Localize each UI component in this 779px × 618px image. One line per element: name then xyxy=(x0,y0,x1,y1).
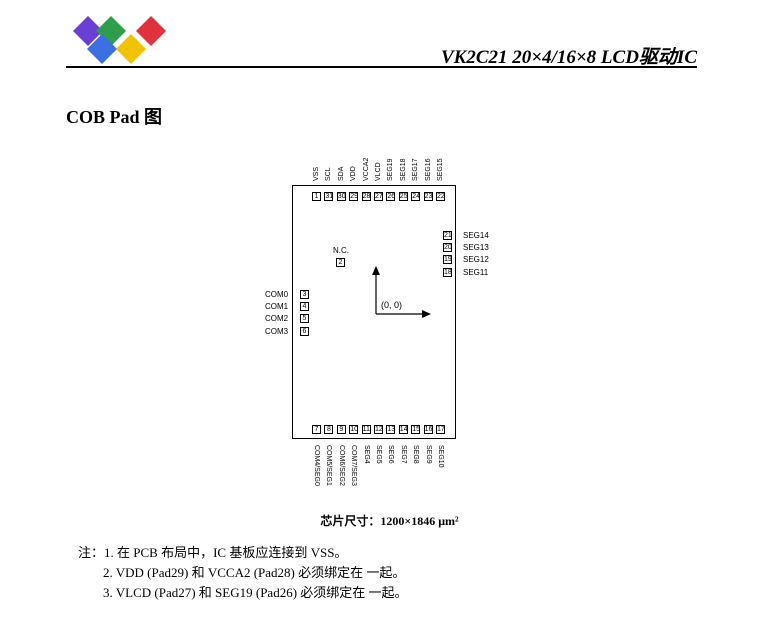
pad-top-25: 25 xyxy=(398,192,408,201)
pad-bottom-7: 7 xyxy=(312,425,321,434)
pad-nc: 2 xyxy=(336,258,345,267)
pad-bottom-9: 9 xyxy=(336,425,346,434)
pad-bottom-17: 17 xyxy=(436,425,445,434)
pad-left-3: 3 xyxy=(300,290,309,299)
note-row-1: 注：1. 在 PCB 布局中，IC 基板应连接到 VSS。 xyxy=(78,543,408,563)
note-row-3: 3. VLCD (Pad27) 和 SEG19 (Pad26) 必须绑定在 一起… xyxy=(78,583,408,603)
header-rule xyxy=(66,66,697,68)
document-title: VK2C21 20×4/16×8 LCD驱动IC xyxy=(440,47,697,68)
pad-label-seg13: SEG13 xyxy=(463,243,489,253)
pad-right-18: 18 xyxy=(443,267,452,277)
pad-top-27: 27 xyxy=(374,192,383,201)
pad-top-28: 28 xyxy=(361,192,371,201)
logo-diamond-red xyxy=(136,16,166,46)
pad-top-23: 23 xyxy=(423,192,433,201)
logo-diamond-yellow xyxy=(116,34,146,64)
pad-bottom-16: 16 xyxy=(423,425,433,434)
logo-diamond-purple xyxy=(73,16,103,46)
pad-label-com2: COM2 xyxy=(265,314,289,324)
chip-outline xyxy=(292,185,456,439)
origin-label: (0, 0) xyxy=(381,300,403,310)
chip-size-caption: 芯片尺寸：1200×1846 μm² xyxy=(320,514,459,528)
note-row-2: 2. VDD (Pad29) 和 VCCA2 (Pad28) 必须绑定在 一起。 xyxy=(78,563,408,583)
note-item: 1. 在 PCB 布局中，IC 基板应连接到 VSS。 xyxy=(104,545,348,560)
pad-label-seg11: SEG11 xyxy=(463,267,489,277)
pad-label-com1: COM1 xyxy=(265,302,289,312)
pad-left-6: 6 xyxy=(300,326,309,336)
pad-top-31: 31 xyxy=(324,192,334,201)
pad-top-30: 30 xyxy=(336,192,346,201)
pad-label-seg12: SEG12 xyxy=(463,255,489,265)
nc-label: N.C. xyxy=(333,246,349,255)
pad-top-24: 24 xyxy=(411,192,421,201)
notes-prefix: 注： xyxy=(78,545,105,560)
company-logo xyxy=(73,16,166,64)
pad-bottom-10: 10 xyxy=(349,425,359,434)
pad-bottom-14: 14 xyxy=(398,425,408,434)
pad-label-seg14: SEG14 xyxy=(463,231,489,240)
pad-left-4: 4 xyxy=(300,302,309,312)
pad-top-29: 29 xyxy=(349,192,359,201)
pad-right-19: 19 xyxy=(443,255,452,265)
pad-bottom-12: 12 xyxy=(374,425,383,434)
pad-top-26: 26 xyxy=(386,192,396,201)
note-item: 2. VDD (Pad29) 和 VCCA2 (Pad28) 必须绑定在 一起。 xyxy=(103,565,406,580)
pad-label-com0: COM0 xyxy=(265,290,289,299)
section-title: COB Pad 图 xyxy=(66,107,163,127)
pad-bottom-15: 15 xyxy=(411,425,421,434)
pad-label-com3: COM3 xyxy=(265,326,289,336)
pad-right-20: 20 xyxy=(443,243,452,253)
pad-top-22: 22 xyxy=(436,192,445,201)
pad-right-21: 21 xyxy=(443,231,452,240)
logo-diamond-blue xyxy=(87,34,117,64)
pad-bottom-8: 8 xyxy=(324,425,334,434)
pad-bottom-11: 11 xyxy=(361,425,371,434)
pad-top-1: 1 xyxy=(312,192,321,201)
note-item: 3. VLCD (Pad27) 和 SEG19 (Pad26) 必须绑定在 一起… xyxy=(103,585,408,600)
pad-bottom-13: 13 xyxy=(386,425,396,434)
notes: 注：1. 在 PCB 布局中，IC 基板应连接到 VSS。 2. VDD (Pa… xyxy=(78,543,408,603)
pad-left-5: 5 xyxy=(300,314,309,324)
